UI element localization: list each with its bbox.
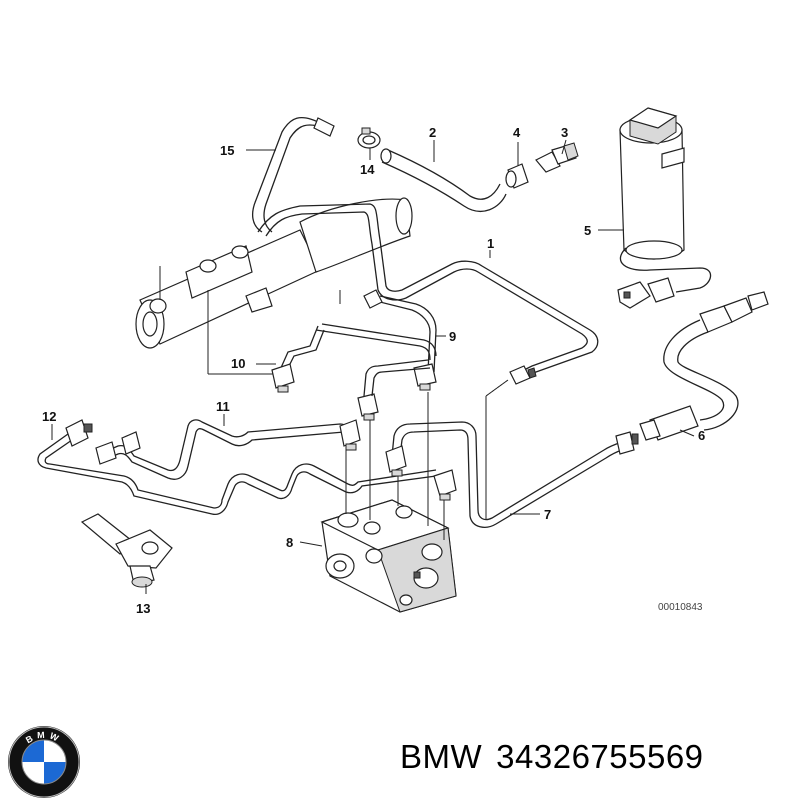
callout-13: 13 <box>136 601 150 616</box>
part-4-sleeve <box>505 163 529 189</box>
callout-11: 11 <box>216 399 230 414</box>
callout-15: 15 <box>220 143 234 158</box>
part-3-fitting <box>535 142 579 173</box>
callout-labels: 1 2 3 4 5 6 7 8 9 10 11 12 13 14 15 <box>42 125 705 616</box>
caption-brand: BMW <box>400 738 483 775</box>
bmw-logo: BMW <box>8 726 80 798</box>
callout-14: 14 <box>360 162 375 177</box>
callout-7: 7 <box>544 507 551 522</box>
callout-2: 2 <box>429 125 436 140</box>
part-14-clamp <box>357 127 381 149</box>
part-5-accumulator <box>617 107 712 309</box>
callout-4: 4 <box>513 125 521 140</box>
caption-part-number: 34326755569 <box>496 738 704 775</box>
callout-9: 9 <box>449 329 456 344</box>
callout-8: 8 <box>286 535 293 550</box>
part-2-hose <box>380 148 507 212</box>
pipe-7 <box>385 421 639 528</box>
callout-6: 6 <box>698 428 705 443</box>
pipe-11 <box>95 359 431 480</box>
pipe-9 <box>315 289 437 373</box>
pipe-1 <box>257 203 599 385</box>
callout-3: 3 <box>561 125 568 140</box>
part-8-hydraulic-unit <box>320 499 457 613</box>
callout-12: 12 <box>42 409 56 424</box>
callout-10: 10 <box>231 356 245 371</box>
exploded-parts-diagram: 1 2 3 4 5 6 7 8 9 10 11 12 13 14 15 0001… <box>37 107 769 616</box>
part-6-flex-hose <box>639 291 769 441</box>
part-15-hose <box>251 116 335 233</box>
leader-lines <box>51 139 695 594</box>
part-caption: BMW 34326755569 <box>400 738 792 776</box>
callout-5: 5 <box>584 223 591 238</box>
diagram-reference-number: 00010843 <box>658 602 703 613</box>
part-13-bracket <box>80 513 173 588</box>
assembly-lines <box>345 379 509 540</box>
master-cylinder <box>135 197 413 375</box>
pipe-12 <box>37 419 457 516</box>
callout-1: 1 <box>487 236 494 251</box>
